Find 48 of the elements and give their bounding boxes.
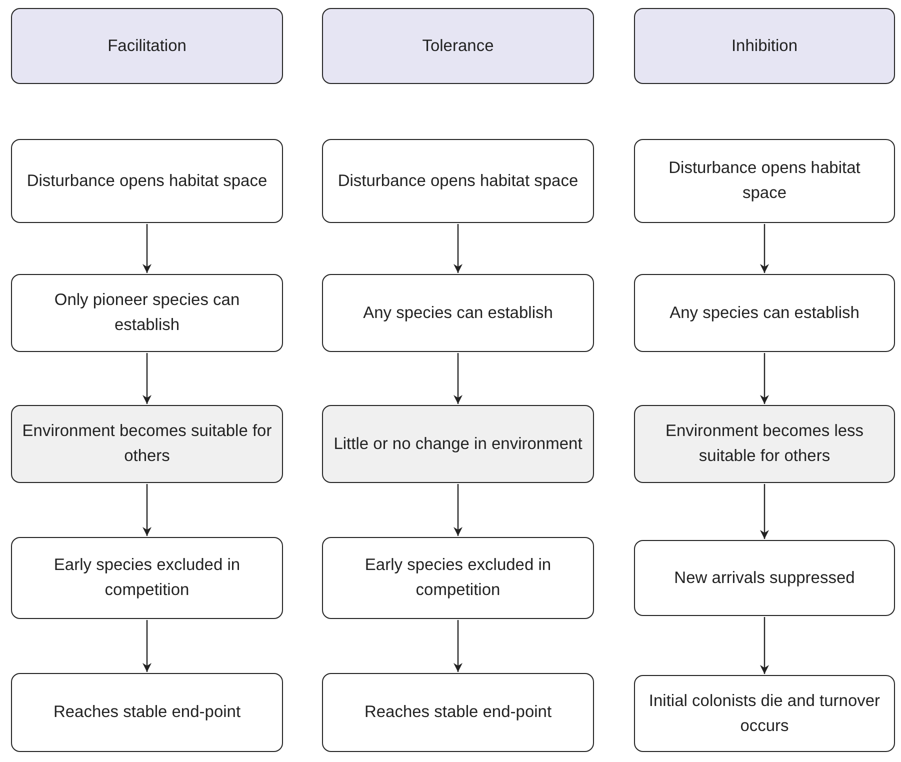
header-box: [634, 8, 895, 84]
process-box: [634, 139, 895, 223]
box-label: Environment becomes suitable for others: [22, 421, 272, 467]
box-label: Initial colonists die and turnover occurs: [648, 690, 882, 736]
arrow: [142, 353, 152, 404]
box-label: Facilitation: [108, 36, 186, 56]
arrow: [454, 353, 462, 404]
box-label: Little or no change in environment: [334, 434, 582, 454]
box-label: New arrivals suppressed: [674, 568, 855, 588]
header-box: [11, 8, 283, 84]
process-box: [322, 537, 594, 619]
arrow: [454, 620, 462, 672]
process-box: [322, 274, 594, 352]
arrow: [760, 353, 769, 404]
box-label: Disturbance opens habitat space: [338, 170, 578, 192]
process-box: [11, 405, 283, 483]
box-label: Early species excluded in competition: [52, 555, 242, 601]
arrow: [454, 484, 462, 536]
arrow: [142, 620, 152, 672]
arrow: [454, 224, 462, 273]
arrow: [760, 617, 769, 674]
arrow: [760, 484, 769, 539]
process-box: [322, 139, 594, 223]
process-box: [634, 540, 895, 616]
box-label: Any species can establish: [363, 302, 553, 324]
box-label: Early species excluded in competition: [364, 555, 552, 601]
box-label: Inhibition: [731, 36, 798, 56]
process-box: [634, 274, 895, 352]
process-box: [11, 673, 283, 752]
process-box: [11, 537, 283, 619]
process-box: [634, 675, 895, 752]
box-label: Only pioneer species can establish: [53, 290, 241, 336]
arrow: [760, 224, 769, 273]
header-box: [322, 8, 594, 84]
process-box: [11, 139, 283, 223]
box-label: Any species can establish: [670, 302, 860, 324]
box-label: Disturbance opens habitat space: [26, 170, 268, 192]
process-box: [634, 405, 895, 483]
process-box: [322, 405, 594, 483]
box-label: Reaches stable end-point: [53, 702, 241, 723]
process-box: [322, 673, 594, 752]
box-label: Disturbance opens habitat space: [668, 158, 862, 204]
arrow: [142, 484, 152, 536]
process-box: [11, 274, 283, 352]
arrow: [142, 224, 152, 273]
box-label: Reaches stable end-point: [364, 702, 552, 723]
box-label: Tolerance: [422, 36, 494, 56]
box-label: Environment becomes less suitable for others: [664, 421, 865, 467]
